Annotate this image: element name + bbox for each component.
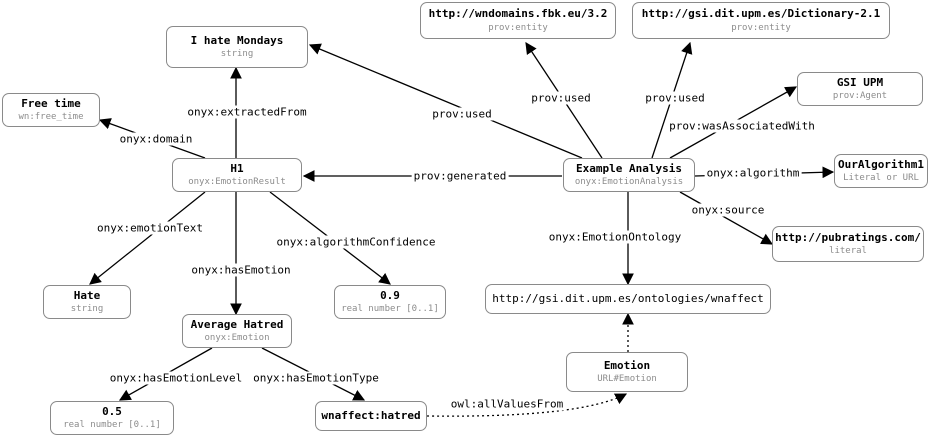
label-emotion-ontology: onyx:EmotionOntology — [546, 230, 684, 244]
node-gsi-upm[interactable]: GSI UPM prov:Agent — [797, 72, 923, 106]
node-hate[interactable]: Hate string — [43, 285, 131, 319]
node-type: string — [220, 49, 254, 60]
node-title: http://gsi.dit.upm.es/Dictionary-2.1 — [641, 7, 881, 20]
label-has-emotion-type: onyx:hasEmotionType — [251, 371, 381, 385]
node-pubratings[interactable]: http://pubratings.com/ literal — [772, 226, 924, 262]
node-type: literal — [829, 246, 867, 257]
node-wnaffect-ontology[interactable]: http://gsi.dit.upm.es/ontologies/wnaffec… — [485, 284, 771, 314]
label-associated-with: prov:wasAssociatedWith — [667, 119, 817, 133]
edge-used-1 — [308, 43, 583, 159]
label-extracted-from: onyx:extractedFrom — [185, 105, 309, 119]
node-type: string — [70, 304, 104, 315]
node-type: prov:entity — [731, 22, 791, 33]
edge-source — [679, 191, 774, 245]
node-type: onyx:EmotionResult — [188, 177, 286, 188]
node-type: real number [0..1] — [63, 420, 161, 431]
label-all-values-from: owl:allValuesFrom — [448, 397, 566, 411]
node-our-algorithm[interactable]: OurAlgorithm1 Literal or URL — [834, 154, 928, 188]
node-title: OurAlgorithm1 — [837, 157, 925, 171]
node-free-time[interactable]: Free time wn:free_time — [2, 93, 100, 127]
label-has-emotion: onyx:hasEmotion — [189, 263, 293, 277]
label-domain: onyx:domain — [117, 132, 195, 146]
node-type: wn:free_time — [18, 112, 84, 123]
node-title: H1 — [230, 161, 244, 175]
node-title: Hate — [73, 288, 101, 302]
node-title: I hate Mondays — [190, 33, 284, 47]
label-used-2: prov:used — [529, 91, 593, 105]
node-title: 0.5 — [102, 404, 122, 418]
edge-all-values-from — [426, 393, 628, 417]
node-example-analysis[interactable]: Example Analysis onyx:EmotionAnalysis — [563, 158, 695, 192]
node-wndomains[interactable]: http://wndomains.fbk.eu/3.2 prov:entity — [420, 2, 616, 39]
node-dictionary[interactable]: http://gsi.dit.upm.es/Dictionary-2.1 pro… — [632, 2, 890, 39]
node-title: 0.9 — [380, 288, 400, 302]
label-source: onyx:source — [689, 203, 767, 217]
node-title: Average Hatred — [190, 317, 284, 331]
label-algorithm: onyx:algorithm — [704, 166, 802, 180]
node-h1[interactable]: H1 onyx:EmotionResult — [172, 158, 302, 192]
node-title: Example Analysis — [576, 161, 682, 175]
label-used-1: prov:used — [430, 107, 494, 121]
node-title: GSI UPM — [836, 75, 884, 89]
node-emotion-level[interactable]: 0.5 real number [0..1] — [50, 401, 174, 435]
label-used-3: prov:used — [643, 91, 707, 105]
label-emotion-text: onyx:emotionText — [95, 221, 205, 235]
node-type: prov:entity — [488, 22, 548, 33]
node-type: prov:Agent — [832, 91, 888, 102]
node-title: wnaffect:hatred — [321, 408, 421, 422]
node-i-hate-mondays[interactable]: I hate Mondays string — [166, 26, 308, 68]
label-generated: prov:generated — [411, 169, 509, 183]
node-type: Literal or URL — [843, 173, 919, 184]
node-wnaffect-hatred[interactable]: wnaffect:hatred — [315, 401, 427, 431]
node-type: real number [0..1] — [341, 304, 439, 315]
node-algorithm-confidence[interactable]: 0.9 real number [0..1] — [334, 285, 446, 319]
node-type: onyx:Emotion — [204, 333, 270, 344]
node-title: Free time — [21, 96, 81, 110]
node-average-hatred[interactable]: Average Hatred onyx:Emotion — [182, 314, 292, 348]
node-title: http://gsi.dit.upm.es/ontologies/wnaffec… — [492, 291, 764, 305]
label-algorithm-confidence: onyx:algorithmConfidence — [274, 235, 438, 249]
edge-emotion-text — [89, 191, 206, 285]
node-emotion[interactable]: Emotion URL#Emotion — [566, 352, 688, 392]
node-title: http://pubratings.com/ — [775, 230, 921, 244]
node-type: onyx:EmotionAnalysis — [574, 177, 684, 188]
node-title: http://wndomains.fbk.eu/3.2 — [428, 7, 608, 20]
node-type: URL#Emotion — [597, 374, 657, 385]
node-title: Emotion — [603, 358, 651, 372]
label-has-emotion-level: onyx:hasEmotionLevel — [107, 371, 245, 385]
